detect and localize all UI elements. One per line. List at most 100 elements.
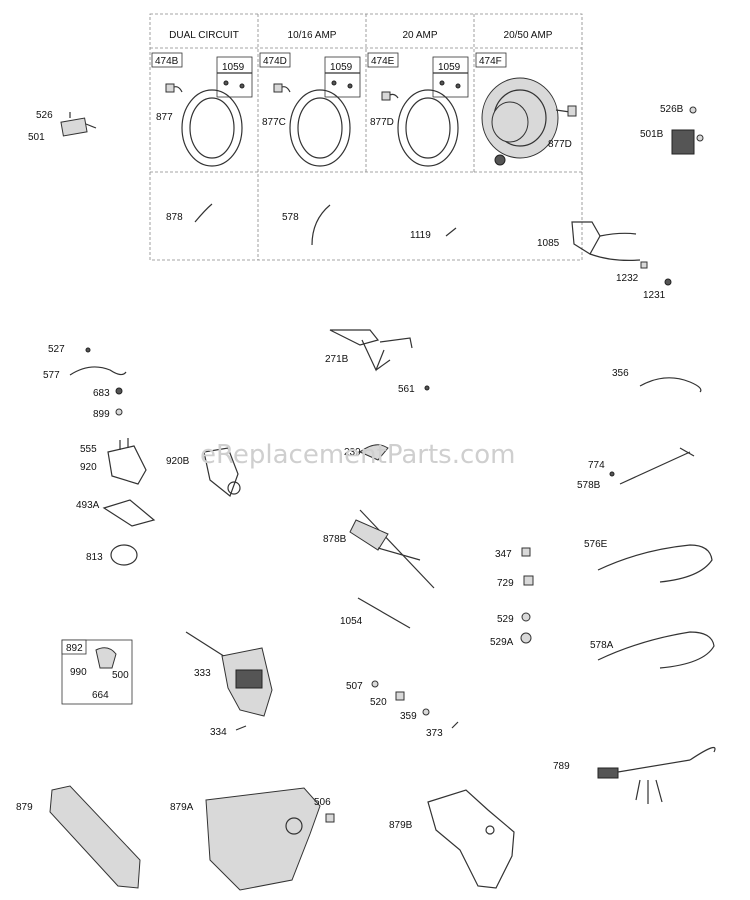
svg-text:1059: 1059 — [330, 62, 353, 73]
part-506 — [325, 813, 335, 823]
label-813: 813 — [86, 552, 103, 563]
stator-877d — [381, 89, 459, 167]
label-1085: 1085 — [537, 238, 560, 249]
label-877c: 877C — [262, 117, 286, 128]
tag-box-474e — [367, 52, 399, 68]
harness-578b — [609, 447, 695, 485]
kit-box-1059-b: 1059 — [324, 56, 361, 98]
label-373: 373 — [426, 728, 443, 739]
tag-box-474d — [259, 52, 291, 68]
watermark: eReplacementParts.com — [200, 440, 516, 470]
svg-text:892: 892 — [66, 643, 83, 654]
label-1054: 1054 — [340, 616, 363, 627]
part-507 — [371, 680, 379, 688]
part-373 — [451, 721, 459, 729]
wire-356 — [639, 377, 702, 393]
label-501: 501 — [28, 132, 45, 143]
tag-474b: 474B — [155, 56, 179, 67]
label-879b: 879B — [389, 820, 413, 831]
label-576e: 576E — [584, 539, 608, 550]
stator-877c — [273, 83, 351, 167]
part-561 — [424, 385, 430, 391]
label-877d: 877D — [370, 117, 394, 128]
label-577: 577 — [43, 370, 60, 381]
part-359 — [422, 708, 430, 716]
label-879a: 879A — [170, 802, 194, 813]
kit-box-1059-a: 1059 — [216, 56, 253, 98]
label-1231: 1231 — [643, 290, 666, 301]
ignition-920 — [107, 438, 147, 485]
header-dual-circuit: DUAL CIRCUIT — [169, 30, 239, 41]
shield-879a — [205, 787, 321, 891]
label-333: 333 — [194, 668, 211, 679]
label-877: 877 — [156, 112, 173, 123]
label-501b: 501B — [640, 129, 664, 140]
tag-474d: 474D — [263, 56, 287, 67]
part-529 — [521, 612, 531, 622]
header-20-amp: 20 AMP — [402, 30, 437, 41]
label-683: 683 — [93, 388, 110, 399]
label-526: 526 — [36, 110, 53, 121]
label-899: 899 — [93, 409, 110, 420]
tag-box-474f — [475, 52, 507, 68]
part-683 — [115, 387, 123, 395]
header-20-50-amp: 20/50 AMP — [504, 30, 553, 41]
label-356: 356 — [612, 368, 629, 379]
svg-text:1059: 1059 — [438, 62, 461, 73]
label-920b: 920B — [166, 456, 190, 467]
label-526b: 526B — [660, 104, 684, 115]
label-879: 879 — [16, 802, 33, 813]
label-578: 578 — [282, 212, 299, 223]
wire-577 — [69, 347, 127, 376]
label-990: 990 — [70, 667, 87, 678]
label-878b: 878B — [323, 534, 347, 545]
part-1054 — [357, 597, 411, 629]
label-878: 878 — [166, 212, 183, 223]
tag-474e: 474E — [371, 56, 395, 67]
label-506: 506 — [314, 797, 331, 808]
harness-878b — [349, 509, 435, 589]
stator-option-grid — [149, 13, 583, 261]
bracket-493a — [102, 499, 156, 527]
part-729 — [523, 575, 534, 586]
ignition-coil-333 — [185, 631, 273, 717]
label-527: 527 — [48, 344, 65, 355]
header-10-16-amp: 10/16 AMP — [288, 30, 337, 41]
label-507: 507 — [346, 681, 363, 692]
clamp-813 — [110, 544, 138, 566]
screw-334 — [235, 725, 247, 731]
wire-576e — [597, 544, 713, 583]
rectifier-501b — [671, 106, 704, 155]
label-920: 920 — [80, 462, 97, 473]
bracket-1085 — [571, 221, 672, 286]
label-500: 500 — [112, 670, 129, 681]
label-334: 334 — [210, 727, 227, 738]
label-774: 774 — [588, 460, 605, 471]
throttle-271b — [329, 329, 413, 372]
label-1232: 1232 — [616, 273, 639, 284]
tag-474f: 474F — [479, 56, 502, 67]
part-347 — [521, 547, 531, 557]
kit-box-1059-c: 1059 — [432, 56, 469, 98]
label-1119: 1119 — [410, 230, 431, 241]
part-529a — [520, 632, 532, 644]
label-529a: 529A — [490, 637, 514, 648]
part-899 — [115, 408, 123, 416]
label-664: 664 — [92, 690, 109, 701]
harness-789 — [597, 746, 716, 804]
part-239 — [359, 444, 389, 461]
label-789: 789 — [553, 761, 570, 772]
wire-578a — [597, 631, 715, 669]
label-493a: 493A — [76, 500, 100, 511]
part-878 — [194, 203, 213, 223]
svg-text:1059: 1059 — [222, 62, 245, 73]
label-520: 520 — [370, 697, 387, 708]
label-529: 529 — [497, 614, 514, 625]
shield-879 — [49, 785, 141, 889]
label-271b: 271B — [325, 354, 349, 365]
ignition-920b — [203, 447, 241, 497]
part-520 — [395, 691, 405, 701]
rectifier-501 — [60, 112, 97, 137]
part-1119 — [445, 227, 457, 237]
